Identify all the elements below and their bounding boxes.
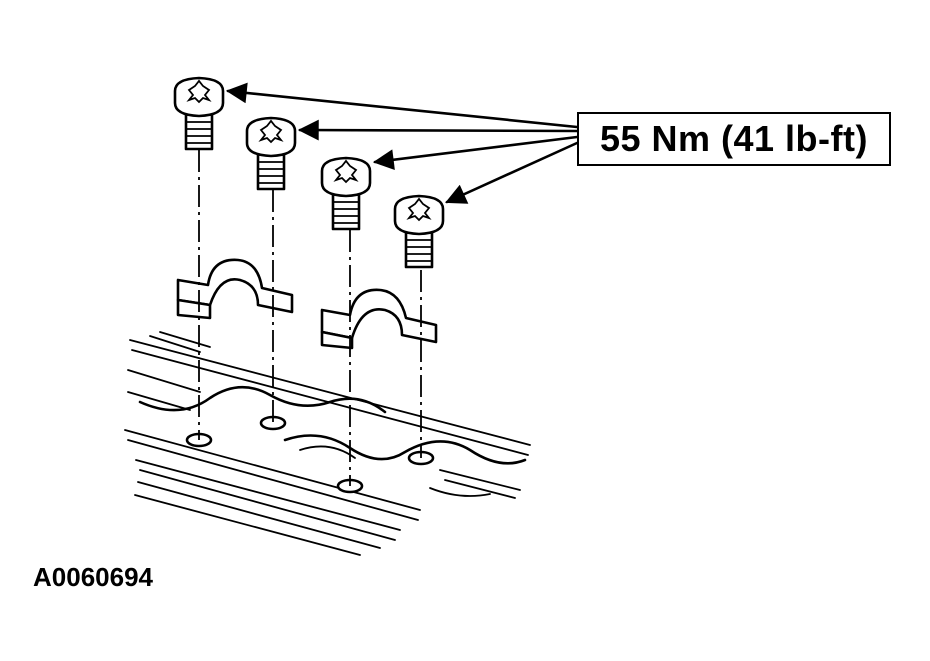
leader-arrow-icon [225,82,579,204]
figure-id: A0060694 [33,562,153,592]
bearing-cap-icon [176,258,438,350]
bolt-axis-lines [198,150,422,486]
torque-spec-label: 55 Nm (41 lb-ft) [599,118,869,159]
torque-spec-callout: 55 Nm (41 lb-ft) [577,112,891,166]
torx-bolt-icon [173,76,445,269]
cylinder-head-icon [124,331,531,556]
